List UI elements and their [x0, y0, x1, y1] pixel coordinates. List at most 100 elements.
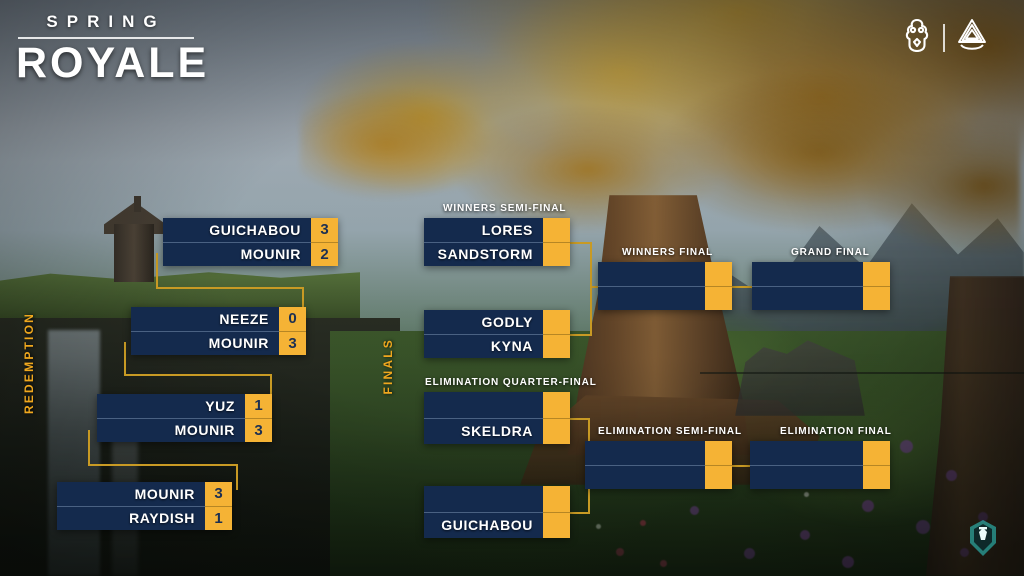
team-name[interactable]: MOUNIR [163, 241, 311, 267]
overhead-wire [700, 372, 1024, 374]
team-score [705, 441, 732, 465]
team-name[interactable]: KYNA [424, 333, 543, 359]
team-name[interactable] [424, 392, 543, 418]
bracket-connector [568, 334, 592, 336]
bracket-connector [270, 374, 272, 400]
cabin-body [114, 224, 154, 282]
team-name[interactable] [752, 262, 863, 286]
team-score: 2 [311, 241, 338, 267]
bracket-connector [588, 465, 590, 514]
bracket-connector [590, 242, 592, 286]
match-score-column [543, 392, 570, 444]
logo-line-royale: ROYALE [16, 39, 210, 87]
team-name[interactable] [598, 262, 705, 286]
team-score [863, 464, 890, 490]
match-team-list: NEEZE MOUNIR [131, 307, 279, 355]
team-score: 3 [279, 330, 306, 356]
match-score-column [705, 441, 732, 489]
team-name[interactable]: RAYDISH [57, 505, 205, 531]
match-team-list: LORES SANDSTORM [424, 218, 543, 266]
round-header-elimination-semi-final: ELIMINATION SEMI-FINAL [598, 426, 743, 437]
team-score [863, 262, 890, 286]
bracket-connector [124, 342, 126, 376]
match-team-list: GUICHABOU MOUNIR [163, 218, 311, 266]
team-name[interactable]: SANDSTORM [424, 241, 543, 267]
bracket-connector [302, 287, 304, 313]
team-name[interactable]: YUZ [205, 397, 235, 414]
team-name[interactable]: SKELDRA [424, 417, 543, 445]
team-score: 3 [320, 221, 329, 239]
team-name[interactable]: GUICHABOU [424, 511, 543, 539]
bracket-connector [590, 288, 592, 336]
brand-divider [943, 23, 945, 52]
bracket-connector [124, 374, 272, 376]
match-card-winners-semi-final-1[interactable]: LORES SANDSTORM [424, 218, 570, 266]
bracket-connector [236, 464, 238, 490]
team-name[interactable] [752, 285, 863, 311]
match-score-column [543, 486, 570, 538]
match-score-column [543, 218, 570, 266]
stage-label-finals: FINALS [381, 338, 395, 395]
team-score: 3 [214, 485, 223, 503]
round-header-winners-semi-final: WINNERS SEMI-FINAL [443, 203, 567, 214]
team-name[interactable]: MOUNIR [131, 330, 279, 356]
team-name[interactable]: GUICHABOU [209, 221, 301, 238]
match-card-redemption-round-1[interactable]: GUICHABOU MOUNIR 3 2 [163, 218, 338, 266]
team-name[interactable]: NEEZE [219, 310, 269, 327]
match-team-list [598, 262, 705, 310]
team-name[interactable] [598, 285, 705, 311]
round-header-elimination-quarter-final: ELIMINATION QUARTER-FINAL [425, 377, 597, 388]
team-score: 1 [254, 397, 263, 415]
match-card-grand-final-1[interactable] [752, 262, 890, 310]
match-score-column [705, 262, 732, 310]
round-header-grand-final: GRAND FINAL [791, 247, 870, 258]
waterfall [48, 330, 100, 576]
team-name[interactable] [424, 486, 543, 512]
round-header-winners-final: WINNERS FINAL [622, 247, 714, 258]
match-team-list: SKELDRA [424, 392, 543, 444]
logo-line-spring: SPRING [46, 12, 166, 31]
hillside-cabin [104, 196, 166, 282]
brand-logos [902, 18, 988, 57]
team-name[interactable] [585, 441, 705, 465]
bracket-connector [736, 286, 754, 288]
match-card-elimination-final-1[interactable] [750, 441, 890, 489]
team-score [543, 218, 570, 242]
bracket-connector [590, 286, 602, 288]
match-team-list [752, 262, 863, 310]
team-score [543, 241, 570, 267]
match-score-column [543, 310, 570, 358]
logo-divider-rule [18, 37, 194, 39]
match-team-list [750, 441, 863, 489]
match-card-elimination-quarter-final-1[interactable]: SKELDRA [424, 392, 570, 444]
cabin-chimney [134, 196, 141, 212]
team-score [863, 285, 890, 311]
bracket-connector [88, 430, 90, 466]
team-name[interactable] [750, 464, 863, 490]
bracket-connector [568, 242, 592, 244]
team-name[interactable]: MOUNIR [134, 485, 195, 502]
tournament-emblem-icon [902, 18, 932, 57]
team-name[interactable]: LORES [481, 221, 533, 238]
team-name[interactable] [750, 441, 863, 465]
bracket-connector [88, 464, 238, 466]
match-card-elimination-quarter-final-2[interactable]: GUICHABOU [424, 486, 570, 538]
team-score [705, 262, 732, 286]
team-name[interactable] [585, 464, 705, 490]
team-name[interactable]: MOUNIR [97, 417, 245, 443]
bracket-connector [730, 465, 754, 467]
team-name[interactable]: GODLY [481, 313, 533, 330]
bracket-connector [156, 253, 158, 289]
match-card-elimination-semi-final-1[interactable] [585, 441, 732, 489]
stage-label-redemption: REDEMPTION [22, 312, 36, 415]
match-card-winners-semi-final-2[interactable]: GODLY KYNA [424, 310, 570, 358]
match-card-winners-final-1[interactable] [598, 262, 732, 310]
event-logo: SPRING ROYALE [16, 12, 210, 87]
team-score: 0 [288, 310, 297, 328]
